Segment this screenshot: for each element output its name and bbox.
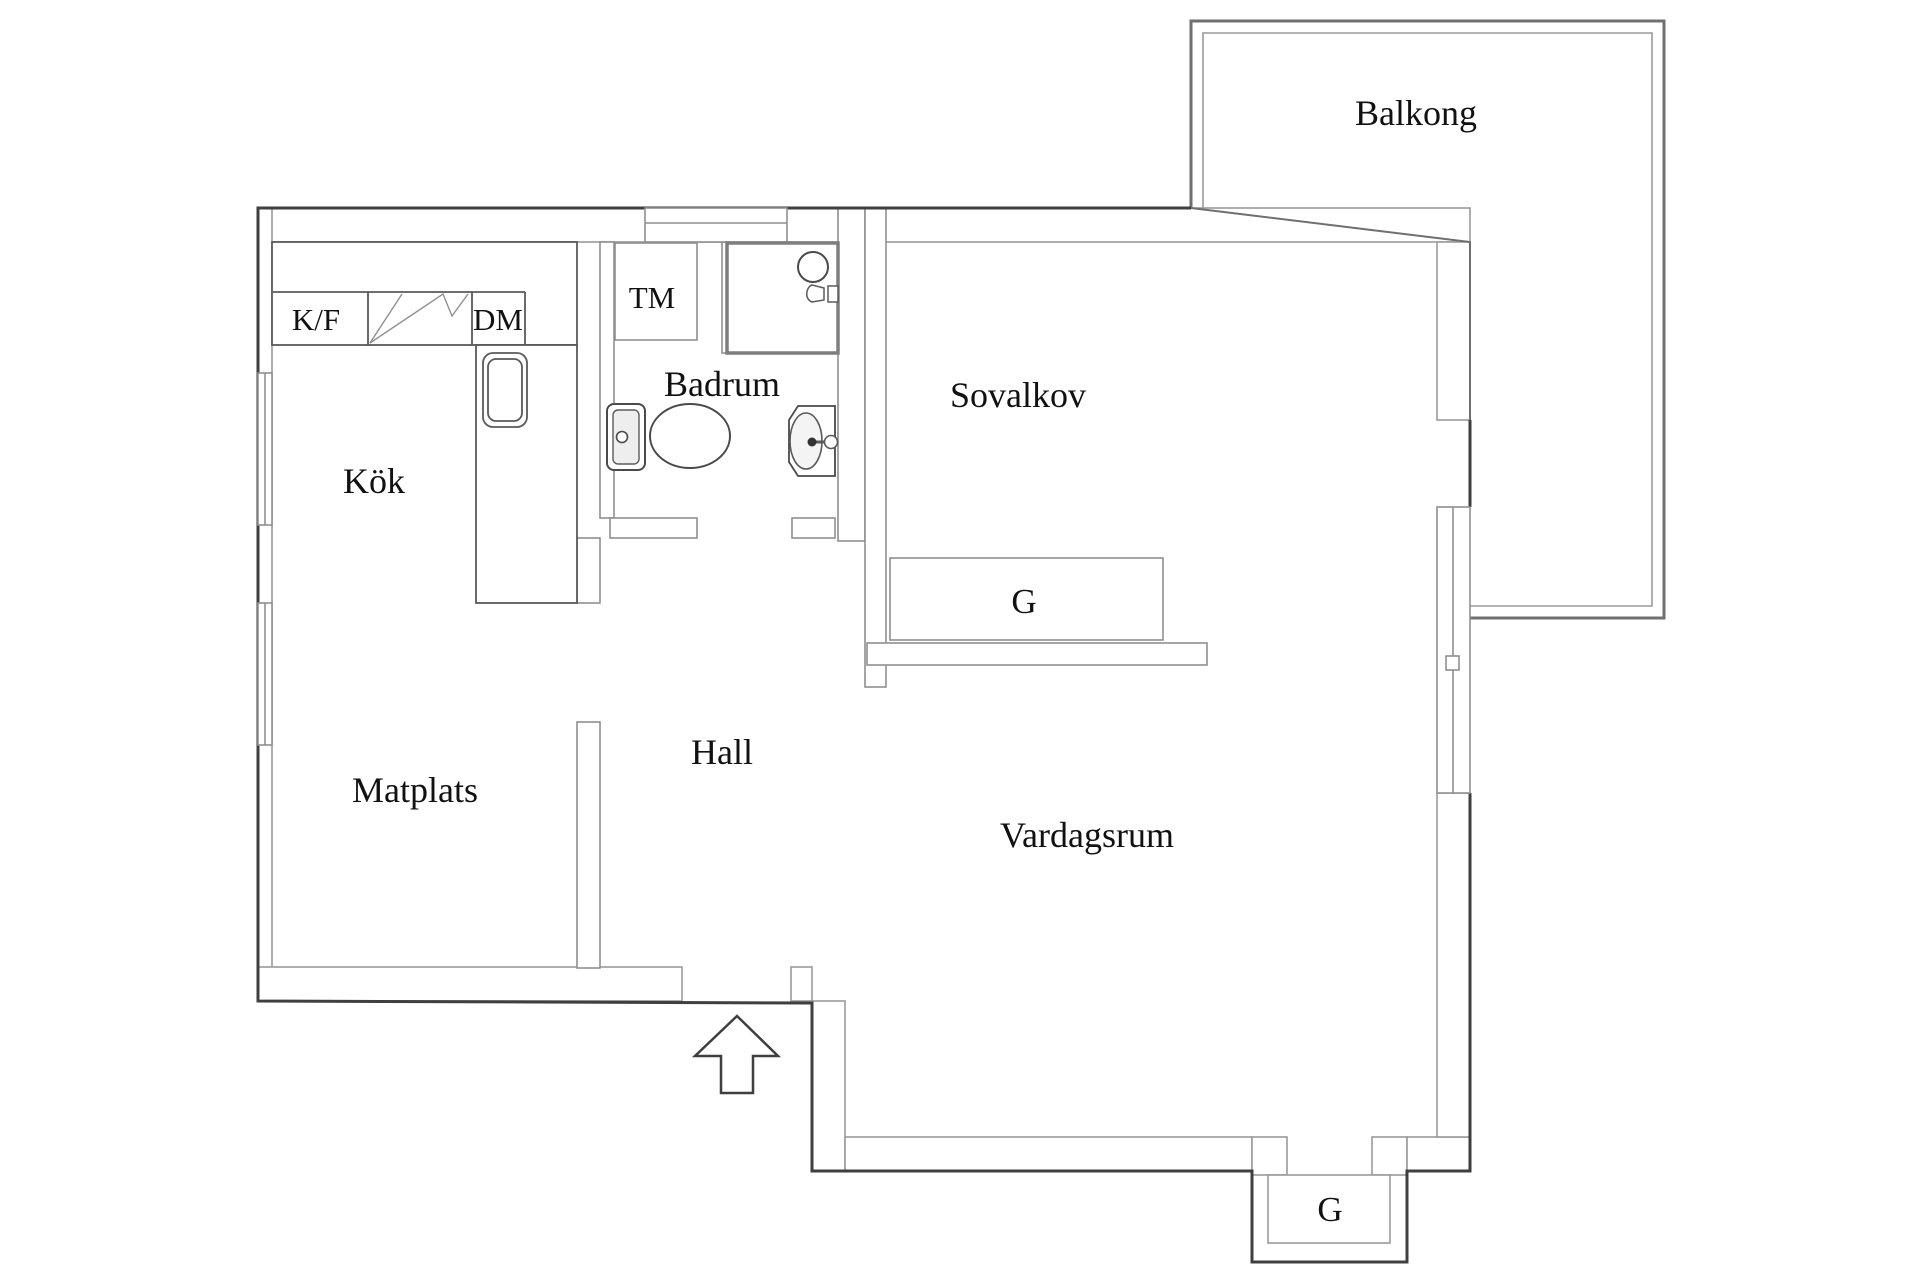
washing-machine-box: [614, 242, 698, 341]
wall-south-livingroom: [844, 1136, 1253, 1172]
room-label-badrum: Badrum: [664, 364, 780, 404]
bathroom-fixtures: [606, 241, 840, 477]
room-label-hall: Hall: [691, 732, 753, 772]
shower-head-icon: [797, 251, 829, 283]
wall-closet-jamb-left: [1251, 1136, 1288, 1176]
wall-south-right: [1406, 1136, 1471, 1172]
window-west-1: [257, 372, 273, 526]
sovalkov-bench: [866, 642, 1208, 666]
wall-matplats-hall: [576, 721, 601, 969]
window-east-balcony-door: [1436, 506, 1471, 794]
sovalkov-storage: [866, 557, 1208, 666]
labels: Balkong Sovalkov Kök Badrum Hall Matplat…: [292, 93, 1477, 1229]
wall-east-lower: [1436, 792, 1471, 1138]
wall-closet-jamb-right: [1371, 1136, 1408, 1176]
bathroom-sink-icon: [788, 405, 839, 477]
room-label-balkong: Balkong: [1355, 93, 1477, 133]
wall-face-balcony: [1190, 207, 1471, 420]
fixture-label-tm: TM: [629, 280, 676, 315]
fixture-label-kf: K/F: [292, 302, 340, 337]
window-north: [644, 207, 788, 243]
wall-east-upper: [1436, 241, 1471, 421]
room-label-matplats: Matplats: [352, 770, 478, 810]
faucet-base: [807, 437, 817, 447]
wall-kitchen-hall: [576, 537, 601, 604]
wardrobe-box-entry: [1267, 1174, 1391, 1244]
fixture-label-dm: DM: [473, 302, 523, 337]
shower-mixer-icon: [806, 284, 839, 303]
wardrobe-box-sovalkov: [889, 557, 1164, 641]
balcony-outline: [1189, 19, 1666, 620]
wall-bathroom-south-left: [609, 517, 698, 539]
kitchen-counter-top: [271, 241, 578, 346]
wall-bathroom-east: [837, 207, 866, 542]
window-handle-icon: [1445, 655, 1460, 671]
wall-bathroom-south-right: [791, 517, 836, 539]
window-west-2: [257, 602, 273, 746]
kitchen-sink-icon: [482, 352, 528, 428]
wall-entry-west: [811, 1000, 846, 1172]
room-label-vardagsrum: Vardagsrum: [1000, 815, 1174, 855]
fixture-label-g-entry: G: [1317, 1190, 1342, 1229]
windows: [257, 207, 1471, 794]
fixture-label-g-sovalkov: G: [1011, 582, 1036, 621]
kitchen-fixtures: [271, 241, 578, 604]
interior-walls: [576, 207, 887, 969]
toilet-icon: [606, 403, 731, 471]
wall-south-left: [257, 966, 683, 1002]
wall-south-left-jamb: [790, 966, 813, 1002]
wall-sovalkov-west: [864, 207, 887, 688]
room-label-sovalkov: Sovalkov: [950, 375, 1086, 415]
faucet-knob: [823, 434, 839, 450]
wall-bathroom-west: [599, 241, 615, 519]
stove-icon: [369, 292, 469, 344]
entrance-arrow-icon: [691, 1014, 782, 1095]
room-label-kok: Kök: [343, 461, 405, 501]
